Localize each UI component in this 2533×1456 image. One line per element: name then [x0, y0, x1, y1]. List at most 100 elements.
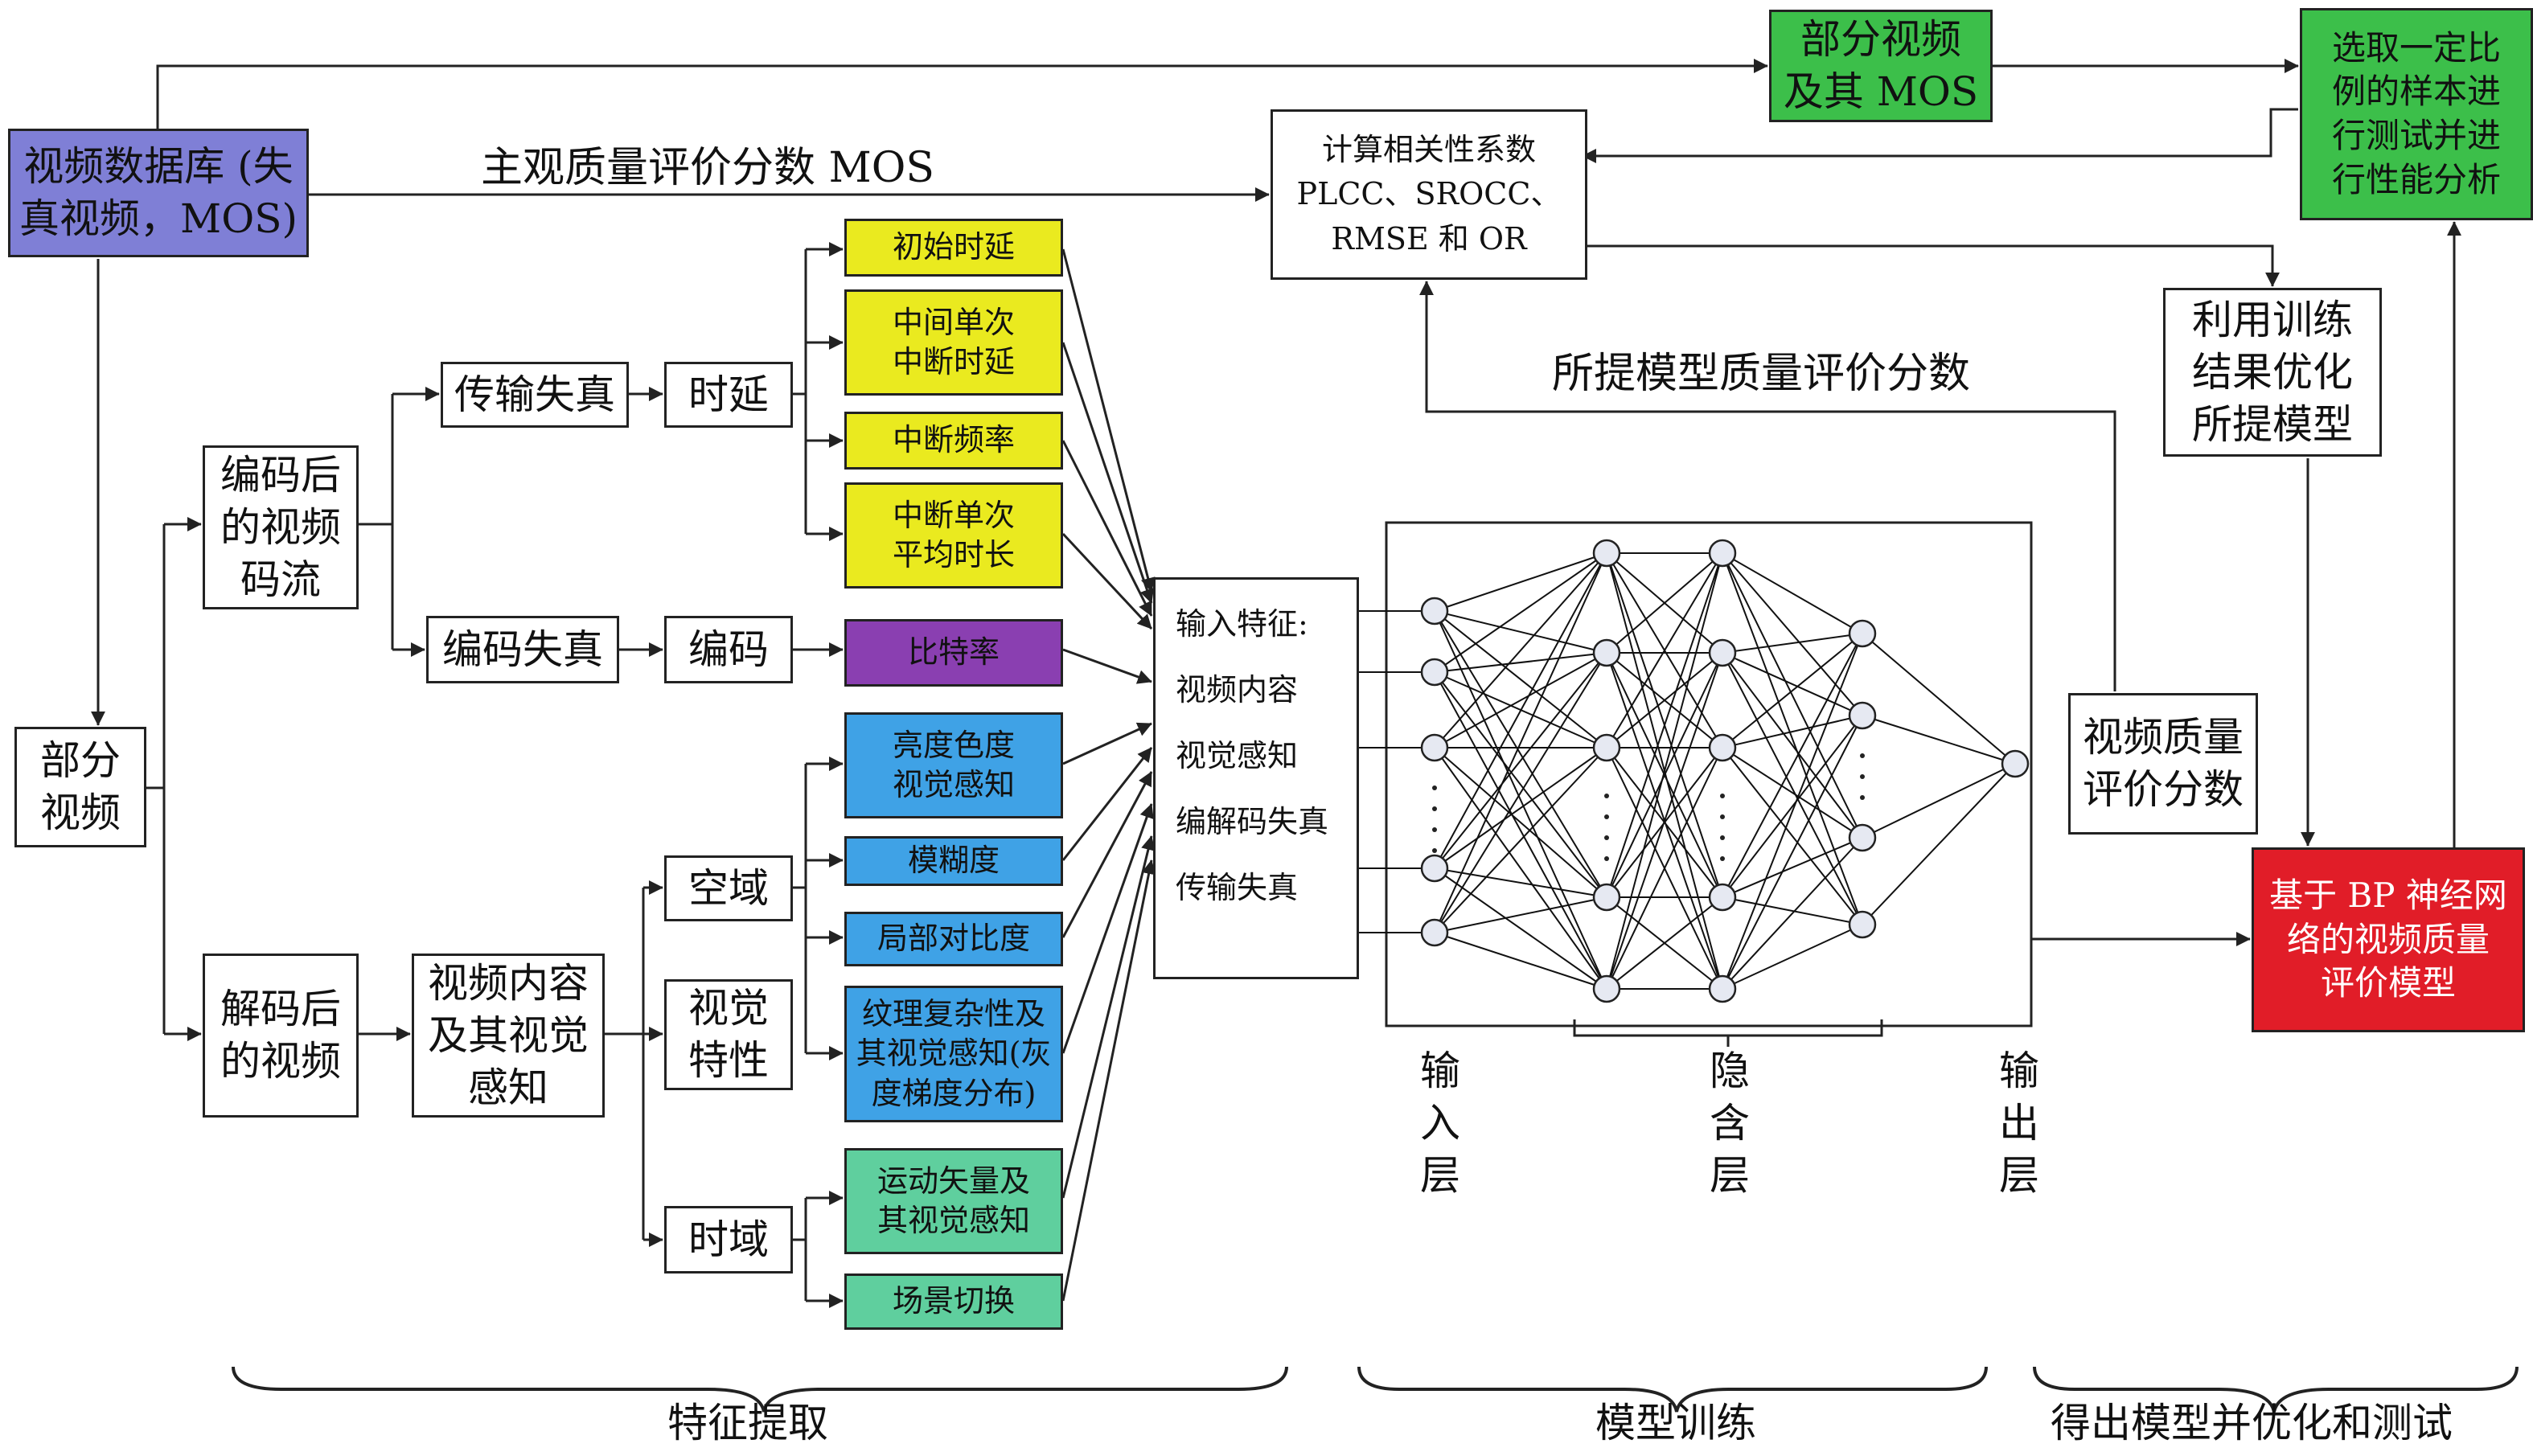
nn-node — [1708, 883, 1737, 912]
subjective-mos-label: 主观质量评价分数 MOS — [481, 144, 935, 192]
nn-node — [1592, 539, 1621, 568]
hidden-layer-bracket — [1573, 1019, 1883, 1047]
nn-connection — [1862, 633, 2016, 765]
feature-local-contrast: 局部对比度 — [844, 912, 1063, 966]
nn-connection — [1434, 932, 1607, 990]
encoding-box: 编码 — [664, 616, 793, 683]
nn-ellipsis-dot — [1720, 835, 1725, 840]
encoding-distortion-box: 编码失真 — [426, 616, 619, 683]
nn-ellipsis-dot — [1432, 785, 1437, 790]
nn-connection — [1434, 552, 1607, 933]
nn-node — [2001, 749, 2030, 778]
nn-connection — [1434, 671, 1607, 898]
input-layer-label: 输 入 层 — [1420, 1048, 1460, 1199]
nn-connection — [1722, 837, 1863, 990]
nn-connection — [1722, 652, 1863, 716]
nn-connection — [1722, 652, 1863, 925]
nn-node — [1592, 883, 1621, 912]
nn-connection — [1722, 715, 1863, 898]
feature-initial-delay: 初始时延 — [844, 219, 1063, 277]
delay-box: 时延 — [664, 362, 793, 428]
quality-score-box: 视频质量 评价分数 — [2068, 693, 2258, 835]
nn-connection — [1606, 652, 1723, 990]
nn-connection — [1434, 747, 1607, 898]
select-samples-box: 选取一定比 例的样本进 行测试并进 行性能分析 — [2300, 8, 2533, 220]
spatial-domain-box: 空域 — [664, 855, 793, 921]
nn-connection — [1722, 552, 1863, 634]
nn-connection — [1722, 633, 1863, 898]
nn-ellipsis-dot — [1720, 856, 1725, 861]
nn-node — [1592, 974, 1621, 1003]
nn-ellipsis-dot — [1432, 827, 1437, 832]
nn-node — [1848, 619, 1877, 648]
nn-connection — [1606, 552, 1723, 749]
nn-connection — [1606, 747, 1723, 990]
nn-connection — [1434, 747, 1607, 933]
nn-ellipsis-dot — [1720, 794, 1725, 798]
feature-average-interruption: 中断单次 平均时长 — [844, 482, 1063, 589]
input-features-box — [1153, 577, 1359, 979]
nn-connection — [1862, 715, 2016, 765]
nn-connection — [1434, 896, 1607, 933]
input-features-list: 输入特征: 视频内容 视觉感知 编解码失真 传输失真 — [1176, 591, 1328, 921]
nn-ellipsis-dot — [1604, 794, 1609, 798]
nn-ellipsis-dot — [1860, 753, 1865, 758]
nn-connection — [1434, 610, 1607, 654]
transmission-distortion-box: 传输失真 — [441, 362, 629, 428]
nn-connection — [1434, 652, 1607, 749]
nn-connection — [1606, 896, 1723, 990]
decoded-video-box: 解码后 的视频 — [203, 954, 359, 1118]
nn-node — [1420, 918, 1449, 947]
brace-feature-extraction — [232, 1366, 1288, 1413]
nn-connection — [1722, 552, 1863, 716]
nn-connection — [1434, 552, 1607, 612]
nn-connection — [1606, 552, 1723, 654]
nn-connection — [1434, 867, 1607, 898]
encoded-stream-box: 编码后 的视频 码流 — [203, 445, 359, 609]
neural-network-frame — [1385, 521, 2033, 1027]
feature-texture-complexity: 纹理复杂性及 其视觉感知(灰 度梯度分布) — [844, 986, 1063, 1122]
nn-connection — [1434, 552, 1607, 673]
neural-network-edges — [1359, 552, 2016, 990]
nn-connection — [1722, 715, 1863, 749]
nn-node — [1708, 733, 1737, 762]
nn-connection — [1722, 715, 1863, 990]
nn-connection — [1722, 747, 1863, 925]
visual-characteristics-box: 视觉 特性 — [664, 979, 793, 1090]
nn-ellipsis-dot — [1432, 806, 1437, 811]
input-feature-item: 传输失真 — [1176, 870, 1299, 905]
nn-connection — [1434, 652, 1607, 869]
nn-node — [1420, 733, 1449, 762]
nn-node — [1848, 701, 1877, 730]
nn-node — [1848, 910, 1877, 939]
partial-video-box: 部分 视频 — [14, 727, 146, 847]
feature-motion-vector: 运动矢量及 其视觉感知 — [844, 1148, 1063, 1254]
nn-node — [1708, 539, 1737, 568]
optimize-model-box: 利用训练 结果优化 所提模型 — [2163, 288, 2382, 457]
brace-optimize-test — [2033, 1366, 2519, 1413]
nn-connection — [1434, 671, 1607, 990]
nn-ellipsis-dot — [1604, 835, 1609, 840]
stage-model-training: 模型训练 — [1595, 1400, 1756, 1446]
nn-connection — [1722, 633, 1863, 749]
nn-connection — [1434, 867, 1607, 990]
feature-blur: 模糊度 — [844, 836, 1063, 886]
nn-connection — [1434, 747, 1607, 990]
nn-connection — [1722, 652, 1863, 839]
input-features-title: 输入特征: — [1176, 606, 1308, 642]
video-content-perception-box: 视频内容 及其视觉 感知 — [412, 954, 605, 1118]
nn-connection — [1434, 552, 1607, 749]
input-feature-item: 视觉感知 — [1176, 738, 1299, 773]
feature-interruption-frequency: 中断频率 — [844, 412, 1063, 470]
nn-connection — [1722, 633, 1863, 654]
feature-bitrate: 比特率 — [844, 619, 1063, 687]
video-database-box: 视频数据库 (失 真视频，MOS) — [8, 129, 309, 257]
input-feature-item: 视频内容 — [1176, 672, 1299, 707]
nn-connection — [1862, 763, 2016, 839]
proposed-score-label: 所提模型质量评价分数 — [1552, 350, 1971, 398]
feature-scene-cut: 场景切换 — [844, 1273, 1063, 1330]
nn-ellipsis-dot — [1604, 814, 1609, 819]
nn-node — [1420, 658, 1449, 687]
nn-connection — [1722, 924, 1863, 990]
